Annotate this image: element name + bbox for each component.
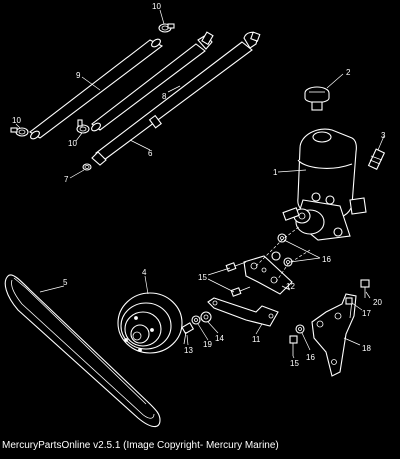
callout-20: 20 (373, 298, 382, 307)
callout-14: 14 (215, 334, 224, 343)
o-ring-7[interactable] (82, 163, 92, 171)
hose-8[interactable] (90, 31, 214, 132)
clamp-10-top[interactable] (158, 23, 175, 33)
callout-15-upper: 15 (198, 273, 207, 282)
hose-9[interactable] (29, 38, 164, 141)
callout-7: 7 (64, 175, 69, 184)
callout-5: 5 (63, 278, 68, 287)
callout-13: 13 (184, 346, 193, 355)
washer-19[interactable] (191, 315, 201, 325)
callout-12: 12 (286, 282, 295, 291)
fitting-3[interactable] (367, 148, 386, 171)
bolt-13[interactable] (181, 322, 195, 345)
mount-bracket-18[interactable] (311, 293, 357, 377)
callout-10-mid: 10 (68, 139, 77, 148)
bracket-11[interactable] (207, 297, 279, 327)
callout-4: 4 (142, 268, 147, 277)
clamp-10-mid[interactable] (76, 119, 90, 134)
hose-6[interactable] (91, 31, 261, 166)
drive-belt-5[interactable] (4, 274, 161, 428)
bolt-20[interactable] (360, 279, 370, 298)
callout-16-upper: 16 (322, 255, 331, 264)
callout-10-top: 10 (152, 2, 161, 11)
reservoir-cap-2[interactable] (304, 86, 330, 111)
power-steering-pump-1[interactable] (282, 128, 367, 241)
copyright-caption: MercuryPartsOnline v2.5.1 (Image Copyrig… (2, 440, 279, 451)
callout-9: 9 (76, 71, 81, 80)
callout-17: 17 (362, 309, 371, 318)
bracket-plate-12[interactable] (243, 255, 293, 295)
washer-14[interactable] (200, 311, 212, 323)
pulley-4[interactable] (117, 292, 183, 354)
callout-2: 2 (346, 68, 351, 77)
callout-11: 11 (252, 335, 261, 344)
bolt-15-lower[interactable] (289, 335, 298, 356)
callout-8: 8 (162, 92, 167, 101)
spacers-16[interactable] (271, 233, 293, 267)
washer-16-lower[interactable] (295, 324, 305, 334)
bolts-15[interactable] (225, 261, 251, 297)
leader-lines (15, 9, 385, 359)
callout-16-lower: 16 (306, 353, 315, 362)
callout-19: 19 (203, 340, 212, 349)
callout-10-left: 10 (12, 116, 21, 125)
callout-6: 6 (148, 149, 153, 158)
nut-17[interactable] (345, 297, 353, 305)
callout-1: 1 (273, 168, 278, 177)
callout-3: 3 (381, 131, 386, 140)
callout-18: 18 (362, 344, 371, 353)
clamp-10-left[interactable] (10, 127, 29, 137)
callout-15-lower: 15 (290, 359, 299, 368)
